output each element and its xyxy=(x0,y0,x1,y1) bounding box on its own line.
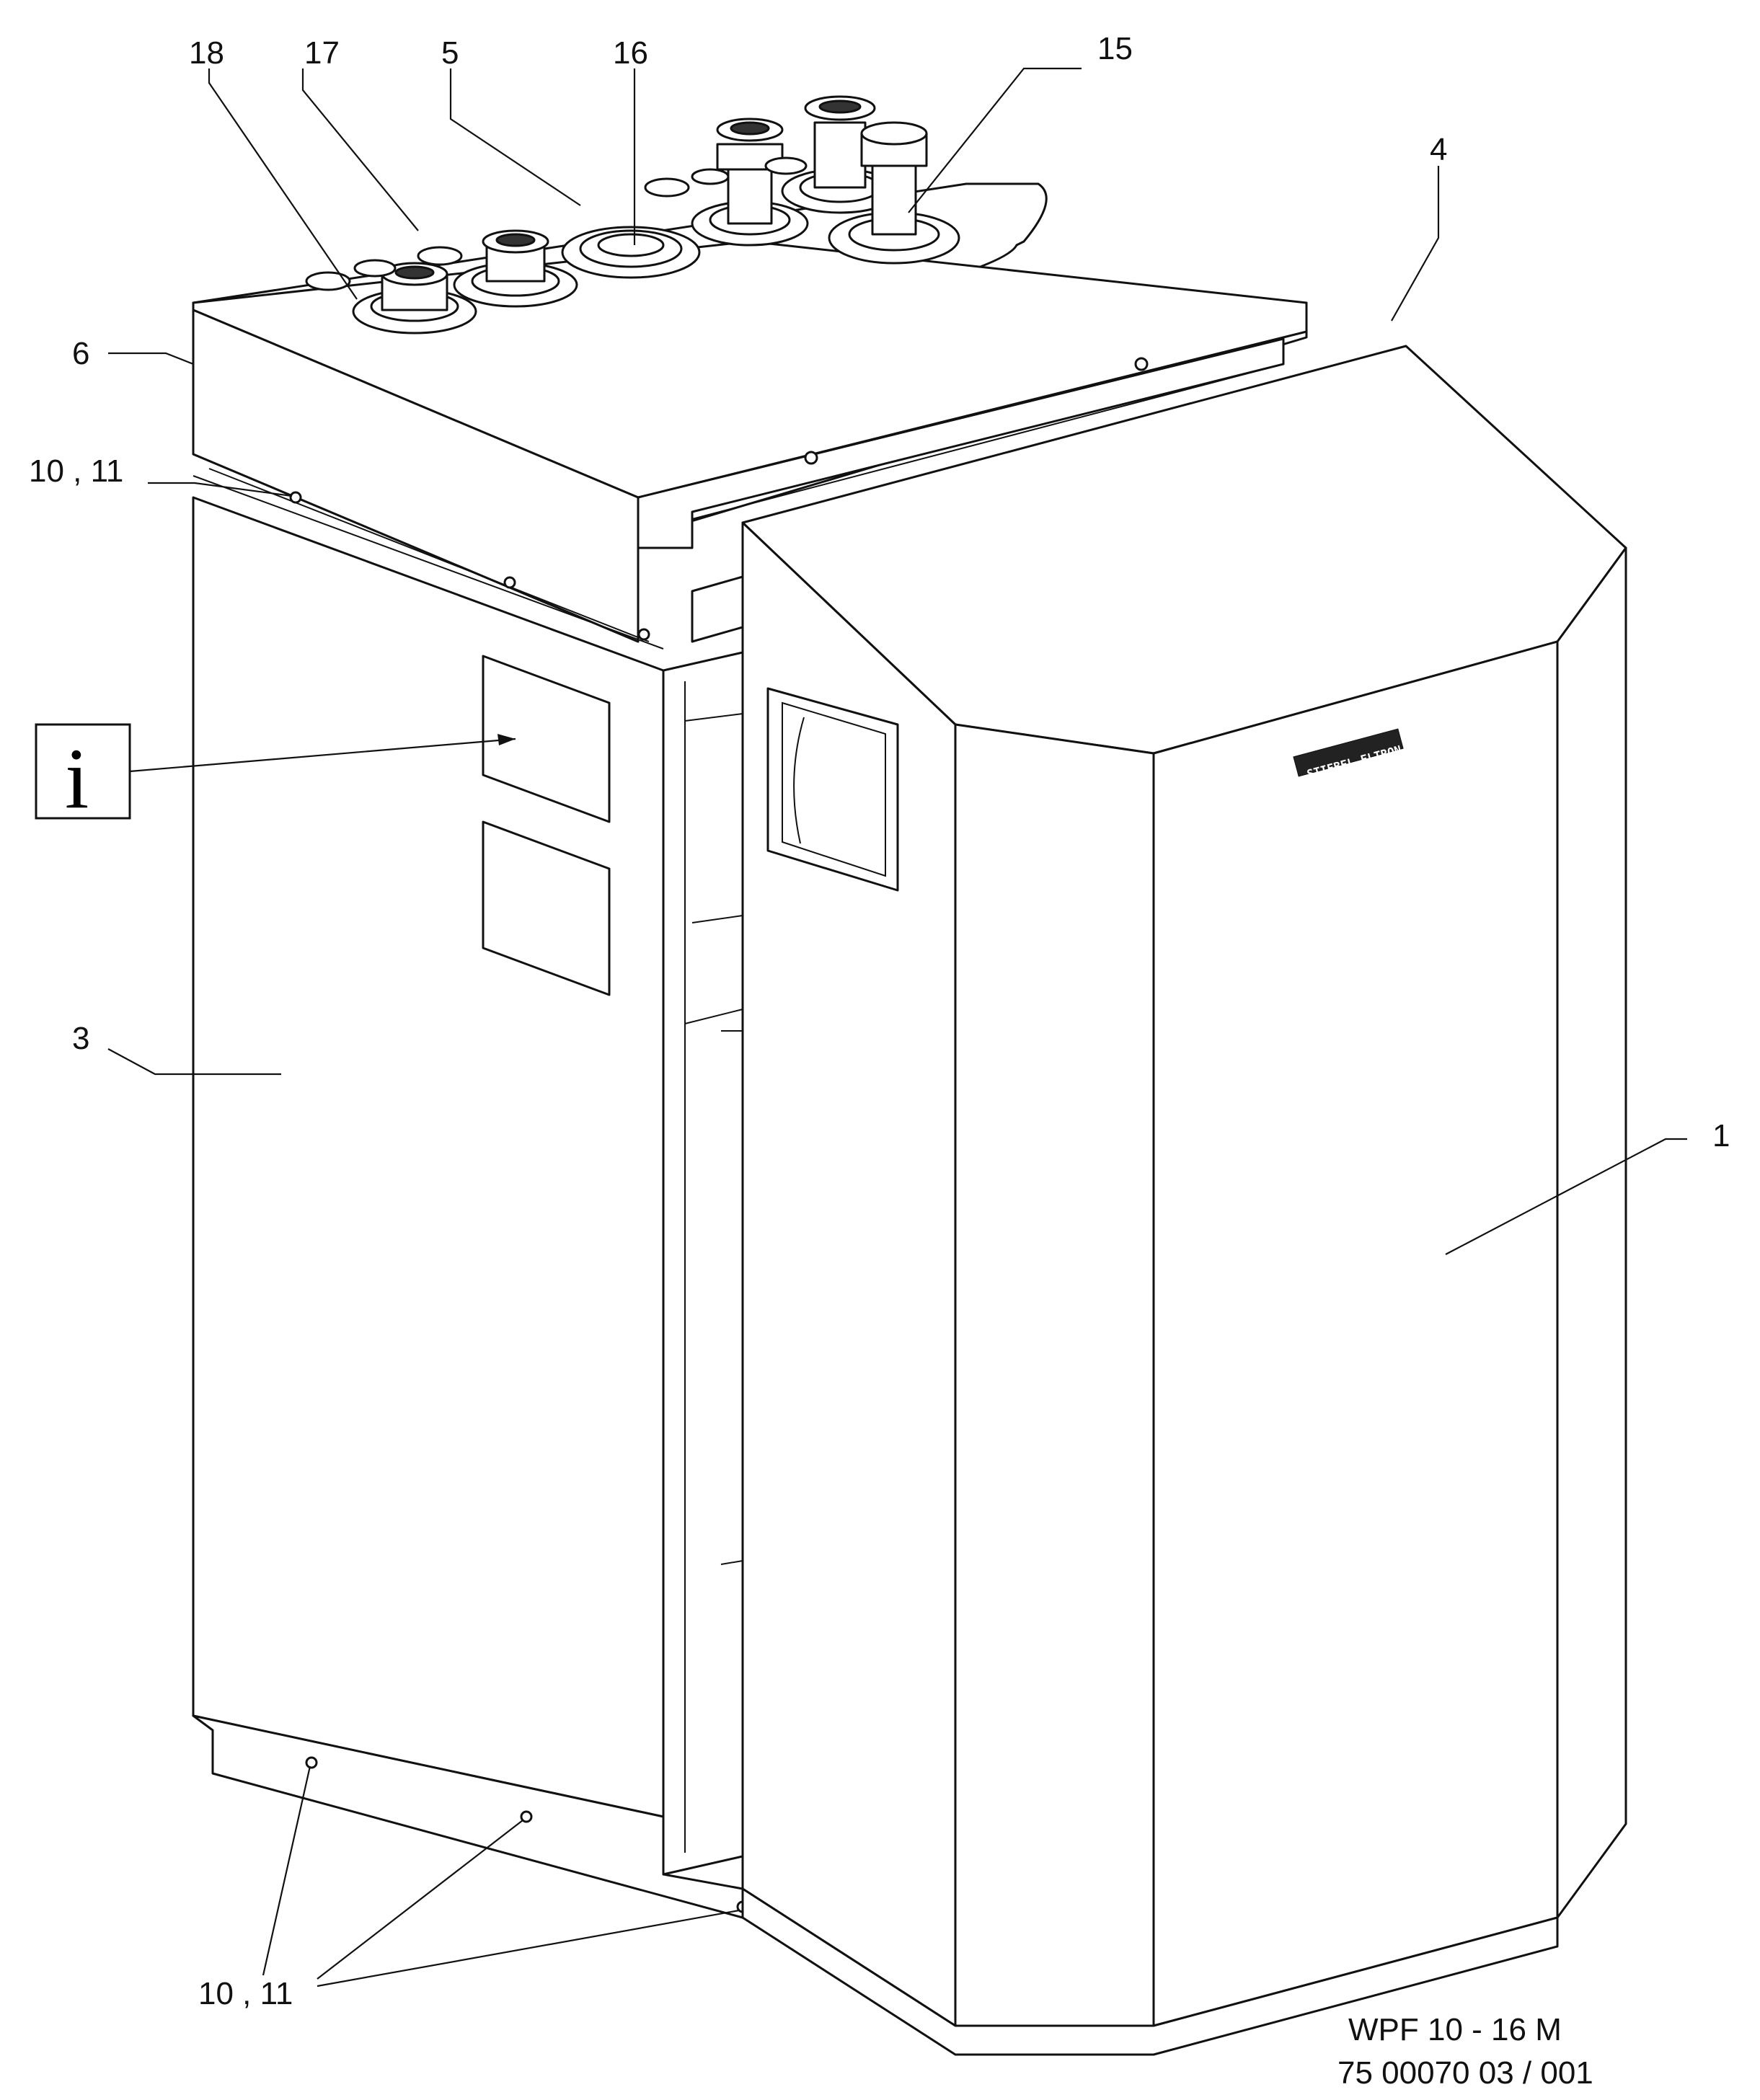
side-panel xyxy=(192,496,665,1818)
callout-6: 6 xyxy=(72,336,89,371)
document-number: 75 00070 03 / 001 xyxy=(1337,2055,1593,2091)
callout-5: 5 xyxy=(441,35,459,71)
top-connections xyxy=(305,95,960,335)
callout-1: 1 xyxy=(1712,1118,1730,1153)
display-window xyxy=(766,687,899,892)
callout-4: 4 xyxy=(1430,132,1447,167)
callout-10-11-bottom: 10 , 11 xyxy=(198,1976,293,2011)
label-plate-upper xyxy=(482,655,611,823)
label-plate-lower xyxy=(482,820,611,996)
callout-10-11-top: 10 , 11 xyxy=(29,453,123,489)
info-icon: i xyxy=(65,730,89,826)
leader-lines xyxy=(107,67,1687,1988)
callout-16: 16 xyxy=(613,35,648,71)
front-main-face xyxy=(954,723,1155,2027)
model-number: WPF 10 - 16 M xyxy=(1348,2012,1562,2047)
front-housing: STIEBEL ELTRON xyxy=(741,345,1627,2056)
rail xyxy=(637,337,1285,549)
callout-labels: 18 17 5 16 15 4 6 10 , 11 3 1 10 , 11 xyxy=(29,31,1730,2011)
callout-15: 15 xyxy=(1097,31,1133,66)
callout-17: 17 xyxy=(304,35,340,71)
drawing-reference: WPF 10 - 16 M 75 00070 03 / 001 xyxy=(1337,2012,1593,2091)
inner-frame xyxy=(662,651,744,1876)
callout-18: 18 xyxy=(189,35,224,71)
callout-3: 3 xyxy=(72,1021,89,1056)
info-box: i xyxy=(35,723,516,826)
front-right-face xyxy=(1152,640,1559,2027)
rear-housing xyxy=(192,182,1308,1919)
front-far-right-face xyxy=(1556,546,1627,1919)
